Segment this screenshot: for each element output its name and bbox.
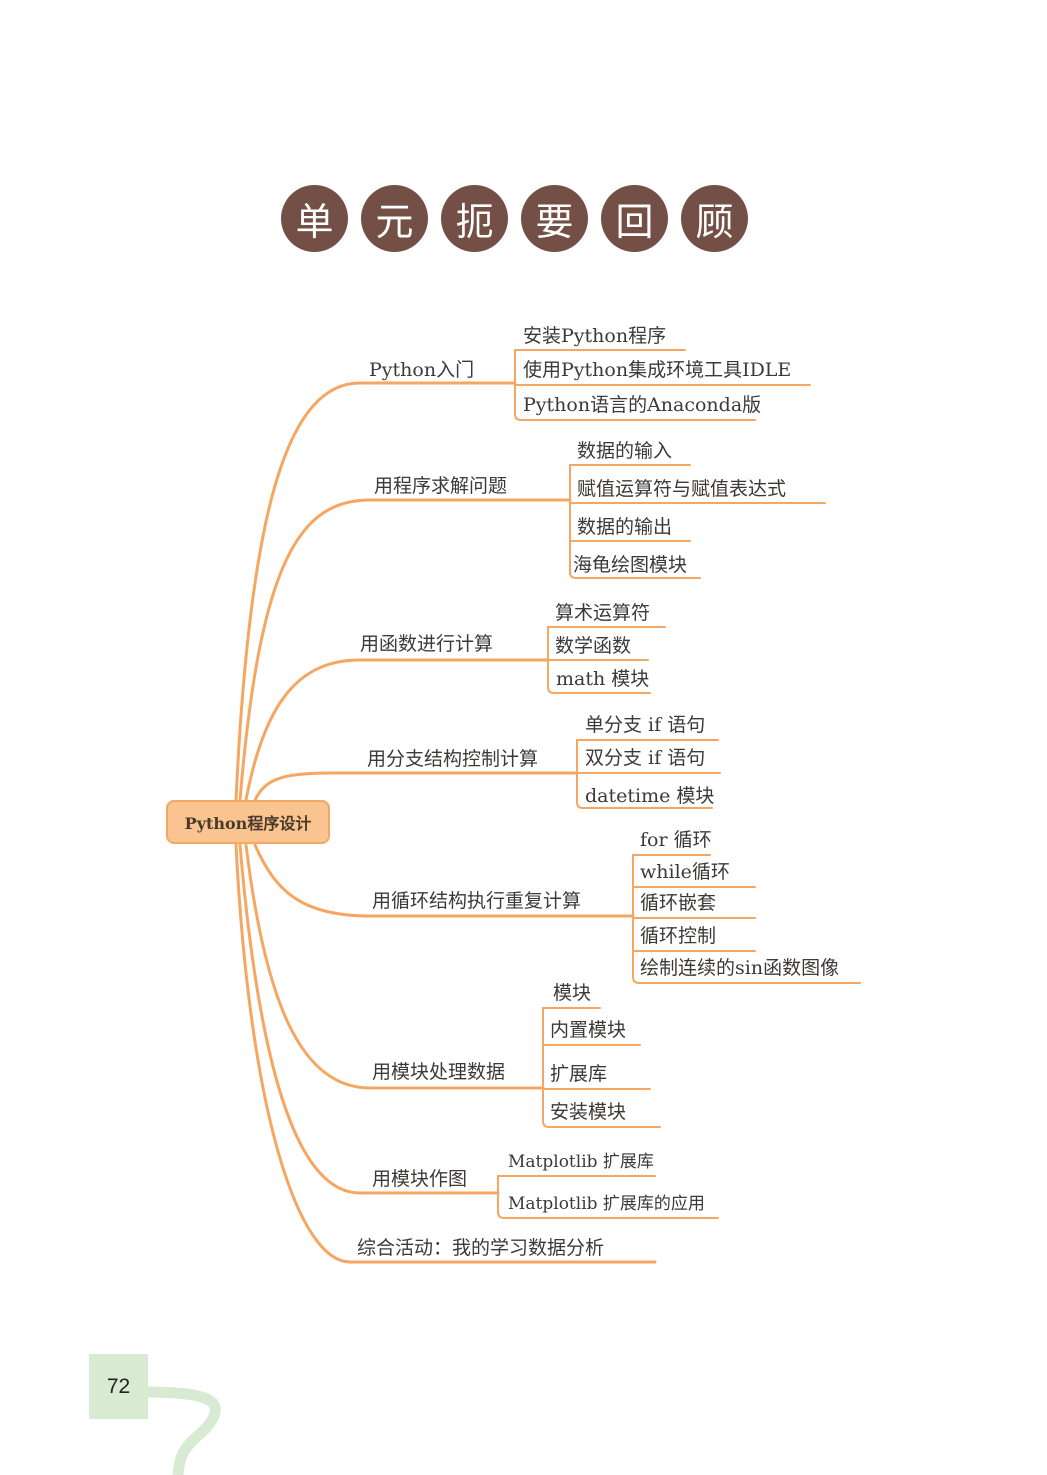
title-char: 要 (521, 185, 588, 252)
title-char: 顾 (681, 185, 748, 252)
title-char: 元 (361, 185, 428, 252)
leaf-node: 安装模块 (550, 1101, 627, 1123)
branch-modules: 用模块处理数据 (372, 1061, 506, 1083)
branch-activity: 综合活动：我的学习数据分析 (357, 1237, 605, 1259)
leaf-node: math 模块 (556, 668, 650, 690)
leaf-node: 单分支 if 语句 (585, 714, 706, 736)
title-char: 单 (281, 185, 348, 252)
branch-functions: 用函数进行计算 (360, 633, 494, 655)
leaf-node: Matplotlib 扩展库 (508, 1152, 654, 1172)
leaf-node: Python语言的Anaconda版 (523, 394, 762, 416)
leaf-node: 循环控制 (640, 925, 717, 947)
leaf-node: 算术运算符 (555, 602, 651, 624)
branch-conditionals: 用分支结构控制计算 (367, 748, 539, 770)
leaf-node: 数据的输出 (577, 516, 673, 538)
leaf-node: 扩展库 (550, 1063, 608, 1085)
leaf-node: datetime 模块 (585, 785, 715, 807)
branch-python-intro: Python入门 (369, 359, 475, 381)
branch-problem-solving: 用程序求解问题 (374, 475, 508, 497)
leaf-node: 循环嵌套 (640, 892, 717, 914)
branch-loops: 用循环结构执行重复计算 (372, 890, 582, 912)
leaf-node: 安装Python程序 (523, 325, 667, 347)
leaf-node: 内置模块 (550, 1019, 627, 1041)
leaf-node: while循环 (640, 861, 730, 883)
leaf-node: 绘制连续的sin函数图像 (640, 957, 840, 979)
unit-review-title: 单 元 扼 要 回 顾 (281, 185, 748, 252)
leaf-node: 海龟绘图模块 (573, 554, 688, 576)
leaf-node: 数据的输入 (577, 440, 673, 462)
title-char: 回 (601, 185, 668, 252)
leaf-node: 双分支 if 语句 (585, 747, 706, 769)
leaf-node: Matplotlib 扩展库的应用 (508, 1194, 705, 1214)
leaf-node: 赋值运算符与赋值表达式 (577, 478, 787, 500)
leaf-node: for 循环 (640, 829, 712, 851)
page-number: 72 (89, 1354, 148, 1419)
leaf-node: 使用Python集成环境工具IDLE (523, 359, 792, 381)
leaf-node: 模块 (553, 982, 592, 1004)
leaf-node: 数学函数 (555, 635, 632, 657)
title-char: 扼 (441, 185, 508, 252)
branch-plotting: 用模块作图 (372, 1168, 468, 1190)
root-node: Python程序设计 (166, 800, 330, 844)
